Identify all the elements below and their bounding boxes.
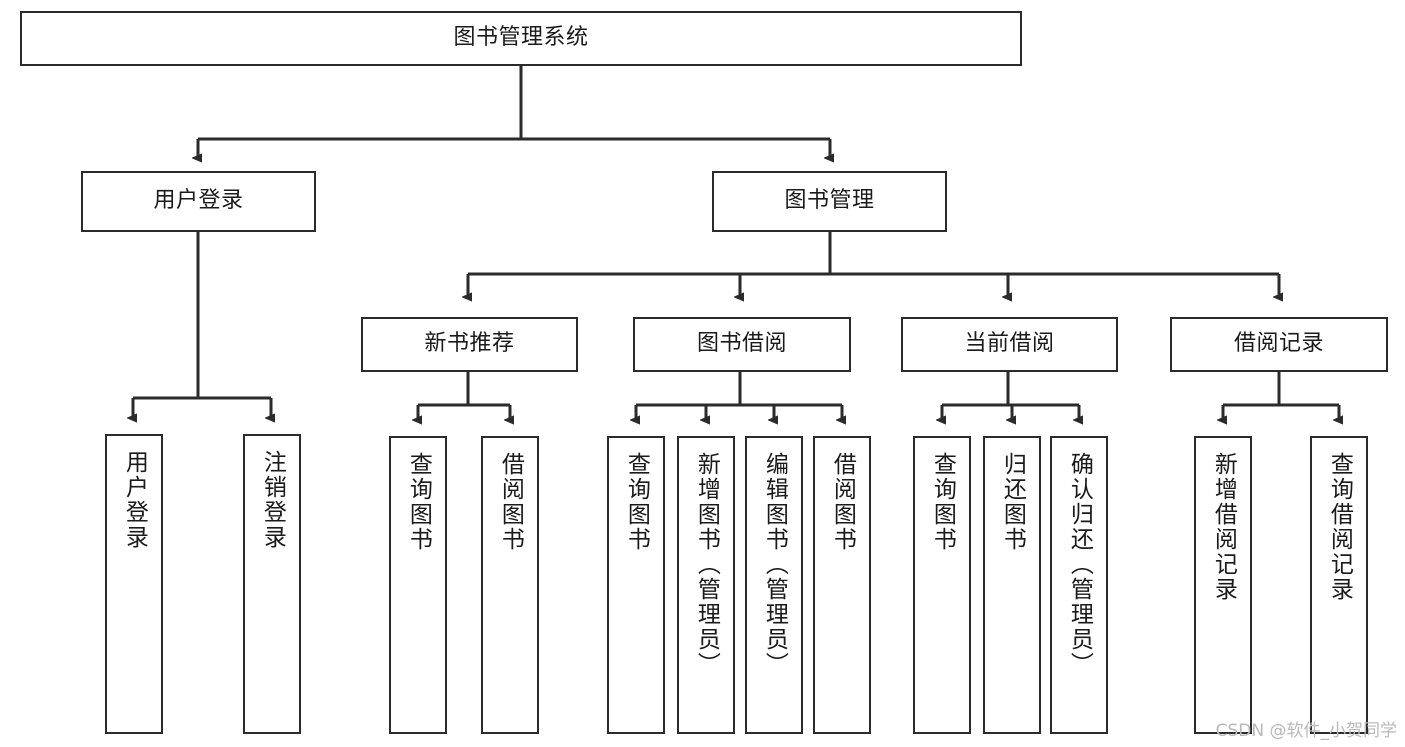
node-label: 注销登录: [259, 450, 286, 550]
node-root-system[interactable]: 图书管理系统: [20, 11, 1022, 66]
node-label: 图书借阅: [696, 331, 787, 357]
node-label: 新增借阅记录: [1210, 452, 1237, 602]
node-label: 用户登录: [153, 188, 244, 214]
node-leaf-return-book[interactable]: 归还图书: [983, 436, 1041, 734]
node-label: 借阅图书: [497, 452, 524, 552]
node-leaf-query-book-2[interactable]: 查询图书: [607, 436, 665, 734]
node-label: 借阅记录: [1233, 331, 1324, 357]
node-leaf-confirm-return[interactable]: 确认归还（管理员）: [1050, 436, 1108, 734]
node-book-manage[interactable]: 图书管理: [712, 171, 947, 232]
node-borrow-record[interactable]: 借阅记录: [1170, 317, 1388, 372]
node-label: 归还图书: [999, 452, 1026, 552]
node-leaf-add-record[interactable]: 新增借阅记录: [1194, 436, 1252, 734]
node-leaf-borrow-book-2[interactable]: 借阅图书: [813, 436, 871, 734]
node-label: 查询借阅记录: [1326, 452, 1353, 602]
node-label: 编辑图书（管理员）: [761, 452, 788, 677]
node-label: 借阅图书: [829, 452, 856, 552]
node-new-book-rec[interactable]: 新书推荐: [361, 317, 578, 372]
node-leaf-borrow-book-1[interactable]: 借阅图书: [481, 436, 539, 734]
node-label: 查询图书: [405, 452, 432, 552]
node-current-borrow[interactable]: 当前借阅: [901, 317, 1118, 372]
node-label: 新增图书（管理员）: [693, 452, 720, 677]
node-label: 确认归还（管理员）: [1066, 452, 1093, 677]
node-leaf-add-book[interactable]: 新增图书（管理员）: [677, 436, 735, 734]
node-user-login[interactable]: 用户登录: [81, 171, 316, 232]
node-leaf-query-book-1[interactable]: 查询图书: [389, 436, 447, 734]
node-label: 用户登录: [121, 450, 148, 550]
node-label: 查询图书: [929, 452, 956, 552]
node-label: 当前借阅: [964, 331, 1055, 357]
node-leaf-query-record[interactable]: 查询借阅记录: [1310, 436, 1368, 734]
node-label: 图书管理系统: [453, 25, 589, 51]
node-leaf-user-login[interactable]: 用户登录: [105, 434, 163, 734]
node-leaf-query-book-3[interactable]: 查询图书: [913, 436, 971, 734]
node-leaf-logout-login[interactable]: 注销登录: [243, 434, 301, 734]
node-leaf-edit-book[interactable]: 编辑图书（管理员）: [745, 436, 803, 734]
node-label: 新书推荐: [424, 331, 515, 357]
node-label: 查询图书: [623, 452, 650, 552]
node-book-borrow[interactable]: 图书借阅: [633, 317, 851, 372]
node-label: 图书管理: [784, 188, 875, 214]
